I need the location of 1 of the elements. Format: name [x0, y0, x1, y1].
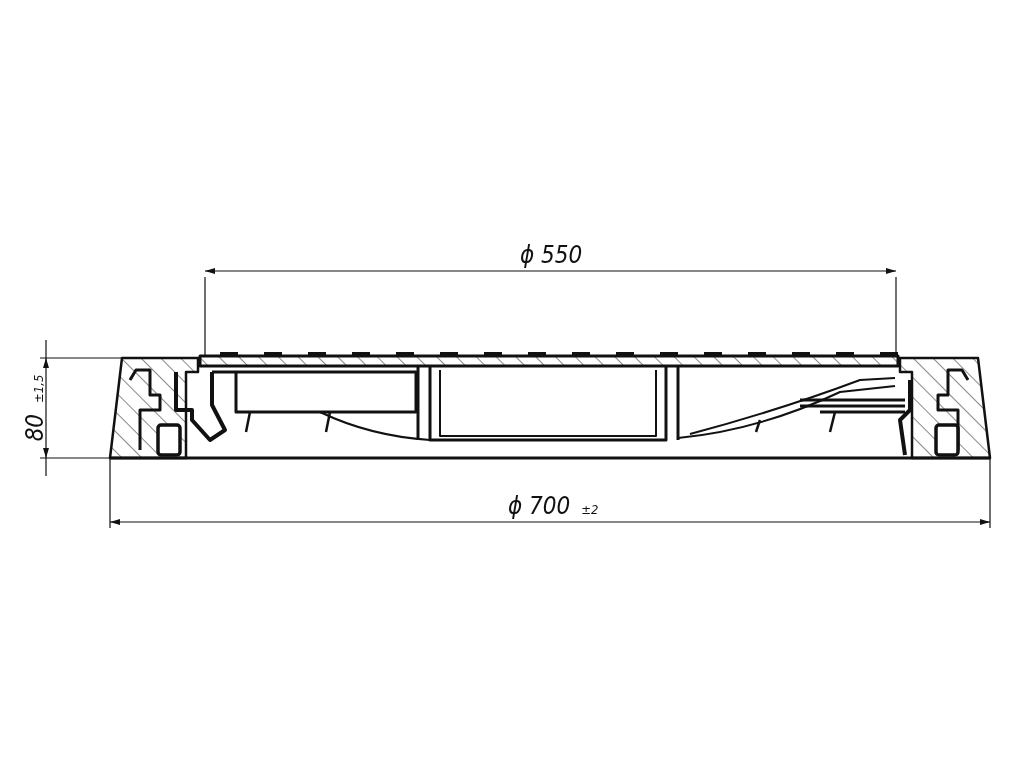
dimension-value: ϕ 550: [520, 243, 583, 267]
